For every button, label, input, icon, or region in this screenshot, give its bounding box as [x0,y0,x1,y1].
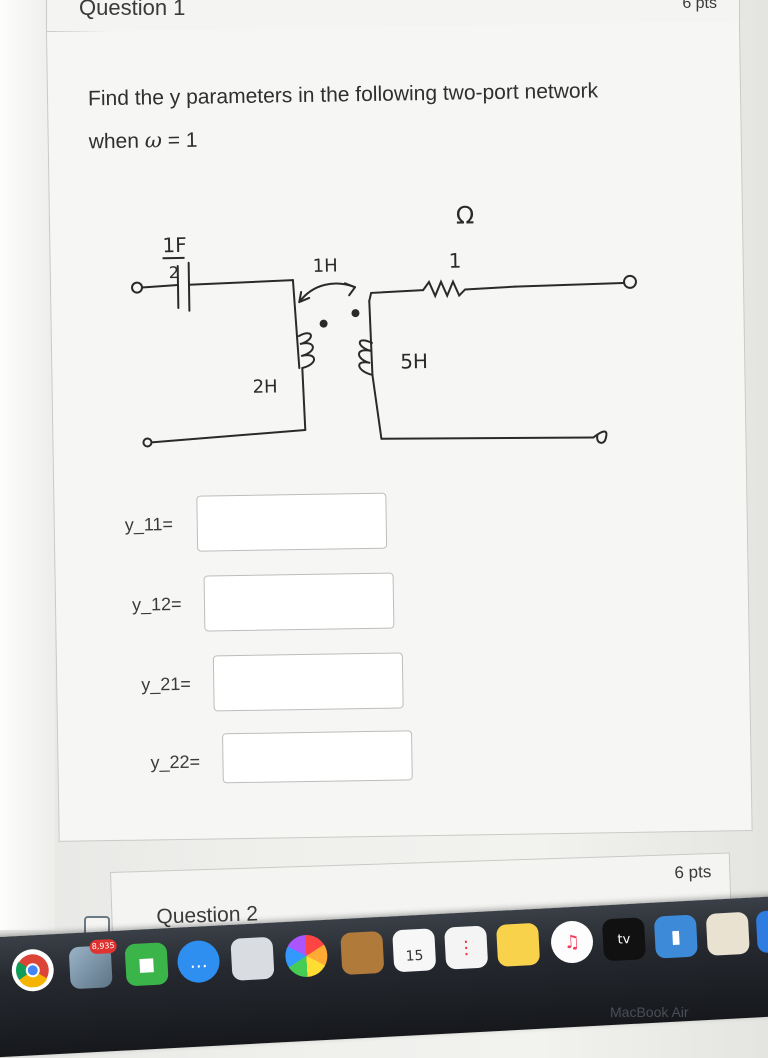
y12-label: y_12= [132,594,182,616]
calendar-icon[interactable]: 15 [392,928,436,972]
resistor-value-label: 1 [448,249,461,273]
resistor-unit-label: Ω [456,201,475,229]
polarity-dot-secondary [351,309,359,317]
secondary-inductor-label: 5H [400,349,428,373]
resistor-zigzag [423,281,515,296]
bottom-left-wire [151,430,305,442]
question-prompt-line-2: when ω = 1 [89,128,198,155]
capacitor-label-bottom: 2 [169,263,179,282]
capacitor-to-transformer-wire [189,280,293,285]
y12-input[interactable] [204,573,395,632]
mail-stamp-icon[interactable]: 8,935 [69,945,113,989]
prompt-when-text: when [89,129,145,153]
capacitor-label-top: 1F [162,233,187,257]
contacts-icon[interactable] [340,931,384,975]
facetime-icon[interactable]: ■ [125,942,169,986]
question-1-title: Question 1 [79,0,185,21]
answer-row-y12: y_12= [132,572,413,632]
y21-label: y_21= [141,674,191,696]
reminders-icon[interactable]: ⋮ [444,925,488,969]
chrome-logo [15,952,51,988]
preview-icon[interactable] [230,937,274,981]
y21-input[interactable] [213,652,404,711]
input-wire [142,285,178,288]
mutual-inductance-label: 1H [313,255,338,276]
pages-icon[interactable] [706,912,750,956]
calendar-day: 15 [405,948,424,965]
output-terminal-bottom [593,431,606,442]
apple-tv-icon[interactable]: tv [602,917,646,961]
primary-coil [299,333,314,368]
keynote-icon[interactable]: ▮ [654,915,698,959]
question-2-points: 6 pts [674,862,711,883]
primary-wire-top [293,280,299,368]
music-icon[interactable]: ♫ [550,920,594,964]
primary-wire-bottom [302,368,305,430]
chrome-icon[interactable] [11,948,55,992]
secondary-to-resistor-wire [369,290,423,301]
input-terminal-top [132,283,142,293]
y11-input[interactable] [196,493,387,552]
y22-label: y_22= [150,752,200,774]
input-terminal-bottom [143,438,151,446]
bottom-right-wire [381,435,593,440]
y11-label: y_11= [125,514,174,536]
answer-row-y11: y_11= [124,492,405,552]
output-wire-top [515,283,623,287]
notification-badge: 8,935 [89,939,117,954]
messages-icon[interactable]: … [176,940,220,984]
question-1-body: Find the y parameters in the following t… [46,21,753,842]
app-store-icon[interactable]: A [756,909,768,953]
capacitor-plate-right [189,263,190,311]
secondary-wire-bottom [372,375,381,439]
question-1-points: 6 pts [682,0,717,13]
laptop-bezel-label: MacBook Air [610,1004,689,1020]
apple-tv-label: tv [617,931,631,947]
photos-icon[interactable] [284,934,328,978]
circuit-diagram: 1F 2 1H Ω 1 2H 5H [121,162,685,461]
output-terminal-top [624,276,636,288]
answer-row-y21: y_21= [141,652,422,712]
omega-symbol: ω [145,128,162,152]
answer-row-y22: y_22= [150,730,431,790]
question-prompt-line-1: Find the y parameters in the following t… [88,79,598,111]
notes-icon[interactable] [496,923,540,967]
y22-input[interactable] [222,730,413,783]
polarity-dot-primary [320,320,328,328]
primary-inductor-label: 2H [252,376,277,397]
prompt-equals-one: = 1 [162,129,198,153]
